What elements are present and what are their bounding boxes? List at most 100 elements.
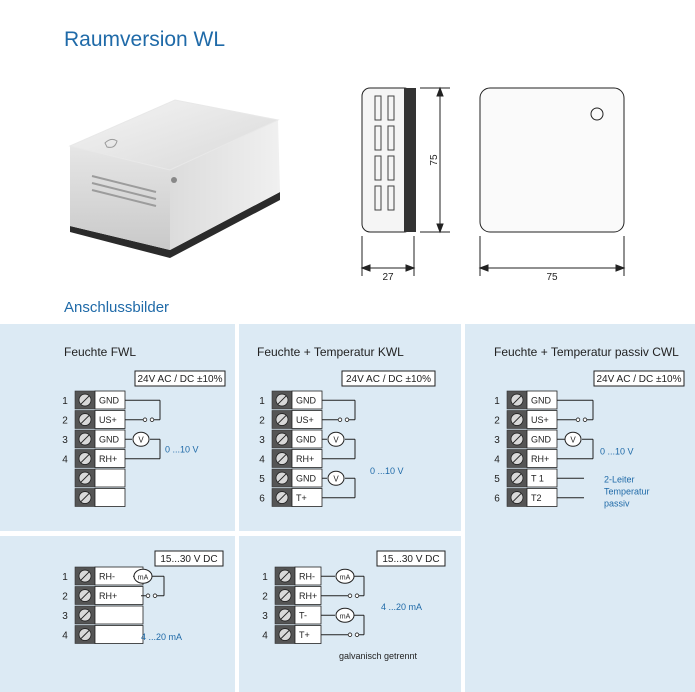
fwl-supply-box	[134, 370, 226, 387]
cwl-pin-number-4: 4	[494, 455, 500, 466]
cwl-screw-slot-4	[512, 454, 522, 463]
fwl-switch-b	[149, 417, 155, 422]
kwl-switch-b	[344, 417, 350, 422]
cwl-screw-slot-2	[512, 415, 522, 424]
ma2-note: galvanisch getrennt	[339, 651, 418, 661]
cwl-terminal-label-6: T2	[531, 493, 542, 503]
cwl-terminal-label-5: T 1	[531, 474, 544, 484]
kwl-supply-box-text: 24V AC / DC ±10%	[346, 374, 431, 385]
cwl-volt-meter	[564, 431, 582, 447]
cwl-volt-meter-label: V	[570, 435, 576, 444]
fwl-pin-number-3: 3	[62, 435, 68, 446]
cwl-screw-slot-6	[512, 493, 522, 502]
ma2-range: 4 ...20 mA	[381, 602, 422, 612]
cwl-screw-slot-3	[512, 434, 522, 444]
ma2-screw-slot-3	[280, 610, 290, 620]
cwl-pin-number-1: 1	[494, 396, 500, 407]
kwl-terminal-label-4: RH+	[296, 454, 314, 464]
ma2-screw-slot-4	[280, 630, 290, 639]
kwl-screw-slot-6	[277, 493, 287, 502]
panel-cwl-title: Feuchte + Temperatur passiv CWL	[494, 345, 679, 359]
ma2-terminal-label-2: RH+	[299, 591, 317, 601]
fwl-terminal-label-3: GND	[99, 435, 120, 445]
fwl-screw-slot-3	[80, 434, 90, 444]
fwl-terminal-6	[94, 488, 126, 507]
front-view-drawing	[478, 87, 626, 276]
ma2-supply-box	[376, 550, 446, 567]
ma1-screw-slot-4	[80, 630, 90, 639]
ma1-terminal-4	[94, 625, 144, 644]
product-drawings: 75 27 75	[68, 86, 626, 283]
ma1-pin-number-4: 4	[62, 631, 68, 642]
cwl-screw-slot-1	[512, 395, 522, 405]
ma1-pin-number-2: 2	[62, 592, 68, 603]
kwl-terminal-label-3: GND	[296, 435, 317, 445]
cwl-supply-box-text: 24V AC / DC ±10%	[597, 374, 682, 385]
side-view-drawing	[360, 86, 450, 276]
kwl-pin-number-2: 2	[259, 416, 265, 427]
fwl-switch-a	[142, 417, 148, 422]
ma2-terminal-label-1: RH-	[299, 572, 315, 582]
fwl-terminal-label-2: US+	[99, 415, 117, 425]
kwl-terminal-label-5: GND	[296, 474, 317, 484]
ma1-pin-number-1: 1	[62, 572, 68, 583]
dim-width: 75	[546, 272, 558, 283]
fwl-pin-number-1: 1	[62, 396, 68, 407]
ma2-switch-b	[354, 593, 360, 598]
dim-height: 75	[429, 154, 440, 166]
cwl-note-1: 2-Leiter	[604, 474, 635, 484]
cwl-terminal-label-1: GND	[531, 396, 552, 406]
panel-kwl-title: Feuchte + Temperatur KWL	[257, 345, 404, 359]
ma2-supply-box-text: 15...30 V DC	[382, 554, 439, 565]
fwl-pin-number-2: 2	[62, 416, 68, 427]
ma1-screw-slot-3	[80, 610, 90, 620]
ma1-pin-number-3: 3	[62, 611, 68, 622]
ma1-amp-meter-label: mA	[138, 574, 149, 581]
ma2-terminal-label-3: T-	[299, 611, 307, 621]
fwl-volt-meter	[132, 431, 150, 447]
kwl-terminal-label-1: GND	[296, 396, 317, 406]
kwl-screw-slot-5	[277, 473, 287, 483]
dim-depth: 27	[382, 272, 394, 283]
ma2-switch-a	[347, 593, 353, 598]
cwl-switch-b	[582, 417, 588, 422]
kwl-pin-number-4: 4	[259, 455, 265, 466]
ma1-switch-a	[145, 593, 151, 598]
fwl-terminal-5	[94, 468, 126, 488]
cwl-terminal-label-2: US+	[531, 415, 549, 425]
cwl-terminal-label-4: RH+	[531, 454, 549, 464]
fwl-terminal-label-1: GND	[99, 396, 120, 406]
ma1-supply-box	[154, 550, 224, 567]
kwl-terminal-label-6: T+	[296, 493, 307, 503]
ma1-screw-slot-2	[80, 591, 90, 600]
cwl-pin-number-2: 2	[494, 416, 500, 427]
kwl-screw-slot-4	[277, 454, 287, 463]
ma2-switch-d	[354, 632, 360, 637]
kwl-screw-slot-1	[277, 395, 287, 405]
kwl-screw-slot-2	[277, 415, 287, 424]
kwl-pin-number-5: 5	[259, 474, 265, 485]
cwl-switch-a	[575, 417, 581, 422]
section-title: Anschlussbilder	[64, 299, 170, 316]
kwl-switch-a	[337, 417, 343, 422]
kwl-volt-meter-1	[327, 431, 345, 447]
panel-fwl-title: Feuchte FWL	[64, 345, 137, 359]
cwl-pin-number-3: 3	[494, 435, 500, 446]
ma1-terminal-3	[94, 605, 144, 625]
kwl-pin-number-1: 1	[259, 396, 265, 407]
fwl-screw-slot-2	[80, 415, 90, 424]
sensor-housing-photo	[68, 99, 280, 258]
ma2-pin-number-4: 4	[262, 631, 268, 642]
fwl-pin-number-4: 4	[62, 455, 68, 466]
ma1-terminal-label-1: RH-	[99, 572, 115, 582]
ma2-switch-c	[347, 632, 353, 637]
cwl-screw-slot-5	[512, 473, 522, 483]
ma2-pin-number-2: 2	[262, 592, 268, 603]
kwl-terminal-label-2: US+	[296, 415, 314, 425]
fwl-screw-slot-5	[80, 473, 90, 483]
cwl-pin-number-6: 6	[494, 494, 500, 505]
cwl-range: 0 ...10 V	[600, 446, 634, 456]
fwl-screw-slot-6	[80, 493, 90, 502]
ma1-supply-box-text: 15...30 V DC	[160, 554, 217, 565]
